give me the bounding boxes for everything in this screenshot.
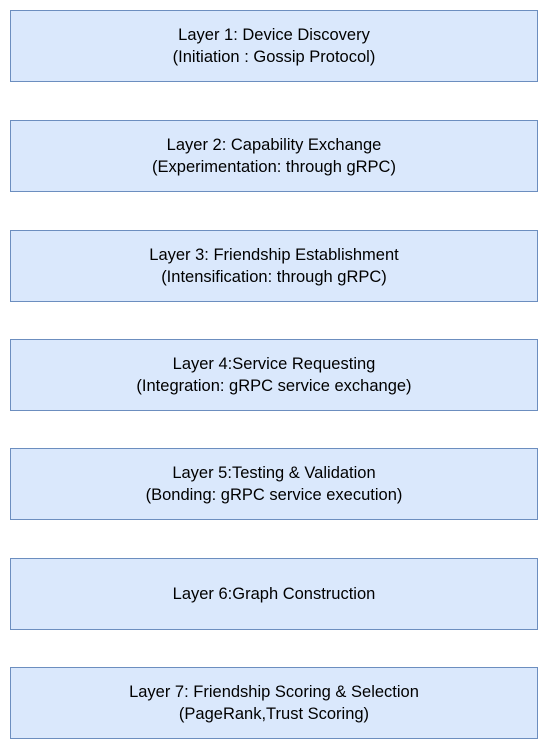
layer-5-testing-validation-box: Layer 5:Testing & Validation (Bonding: g… bbox=[10, 448, 538, 520]
layer-4-title: Layer 4:Service Requesting bbox=[172, 355, 376, 373]
layer-2-title: Layer 2: Capability Exchange bbox=[166, 136, 382, 154]
layer-3-friendship-establishment-box: Layer 3: Friendship Establishment (Inten… bbox=[10, 230, 538, 302]
layer-5-subtitle: (Bonding: gRPC service execution) bbox=[145, 486, 403, 504]
layer-7-subtitle: (PageRank,Trust Scoring) bbox=[178, 705, 370, 723]
layer-6-title: Layer 6:Graph Construction bbox=[172, 585, 376, 603]
layer-7-friendship-scoring-box: Layer 7: Friendship Scoring & Selection … bbox=[10, 667, 538, 739]
layer-6-graph-construction-box: Layer 6:Graph Construction bbox=[10, 558, 538, 630]
layer-1-title: Layer 1: Device Discovery bbox=[178, 26, 370, 44]
layer-1-subtitle: (Initiation : Gossip Protocol) bbox=[172, 48, 376, 66]
layer-2-capability-exchange-box: Layer 2: Capability Exchange (Experiment… bbox=[10, 120, 538, 192]
layer-5-title: Layer 5:Testing & Validation bbox=[172, 464, 376, 482]
layer-4-subtitle: (Integration: gRPC service exchange) bbox=[136, 377, 412, 395]
layer-4-service-requesting-box: Layer 4:Service Requesting (Integration:… bbox=[10, 339, 538, 411]
layer-1-device-discovery-box: Layer 1: Device Discovery (Initiation : … bbox=[10, 10, 538, 82]
layer-3-title: Layer 3: Friendship Establishment bbox=[149, 246, 399, 264]
layer-2-subtitle: (Experimentation: through gRPC) bbox=[152, 158, 396, 176]
layer-7-title: Layer 7: Friendship Scoring & Selection bbox=[129, 683, 419, 701]
layer-3-subtitle: (Intensification: through gRPC) bbox=[161, 268, 387, 286]
